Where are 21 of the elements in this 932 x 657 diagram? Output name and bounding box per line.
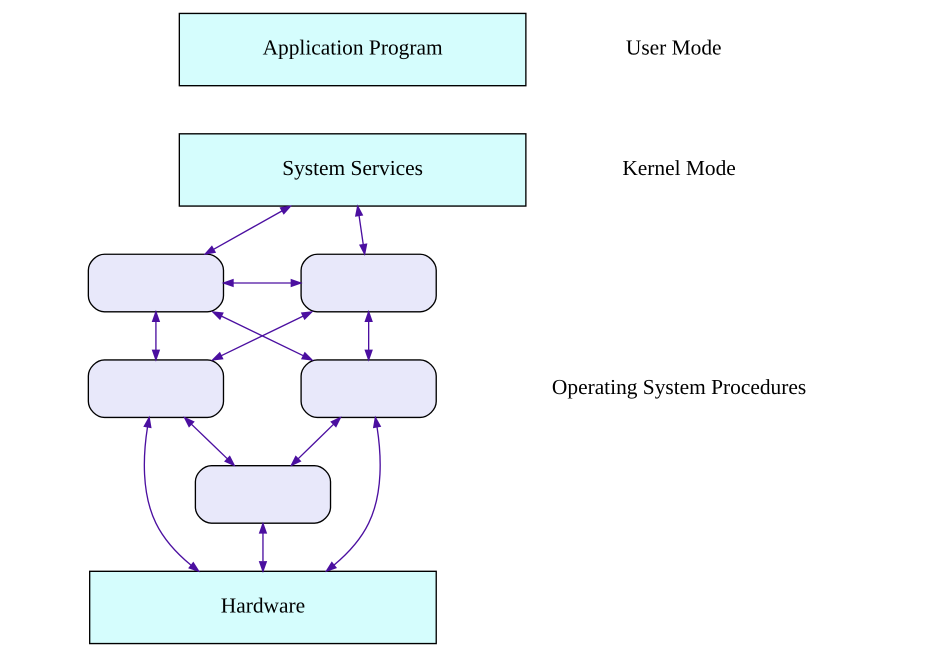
arrow	[183, 416, 236, 467]
arrow	[204, 205, 292, 255]
node-box: Application Program	[178, 12, 527, 86]
node-box: System Services	[178, 133, 527, 207]
arrow	[143, 416, 200, 572]
arrow	[364, 310, 373, 362]
node-pill	[300, 359, 437, 418]
node-pill	[88, 359, 224, 418]
node-pill	[194, 464, 332, 524]
arrow	[222, 278, 303, 288]
node-pill	[300, 254, 437, 312]
node-pill	[88, 254, 224, 312]
arrow	[324, 416, 382, 572]
node-box: Hardware	[89, 570, 437, 644]
arrow	[258, 522, 268, 574]
label: Kernel Mode	[622, 156, 736, 180]
arrow	[152, 310, 160, 362]
label: User Mode	[626, 36, 722, 60]
arrow	[354, 204, 368, 256]
label: Operating System Procedures	[552, 374, 806, 399]
arrow	[290, 416, 342, 467]
